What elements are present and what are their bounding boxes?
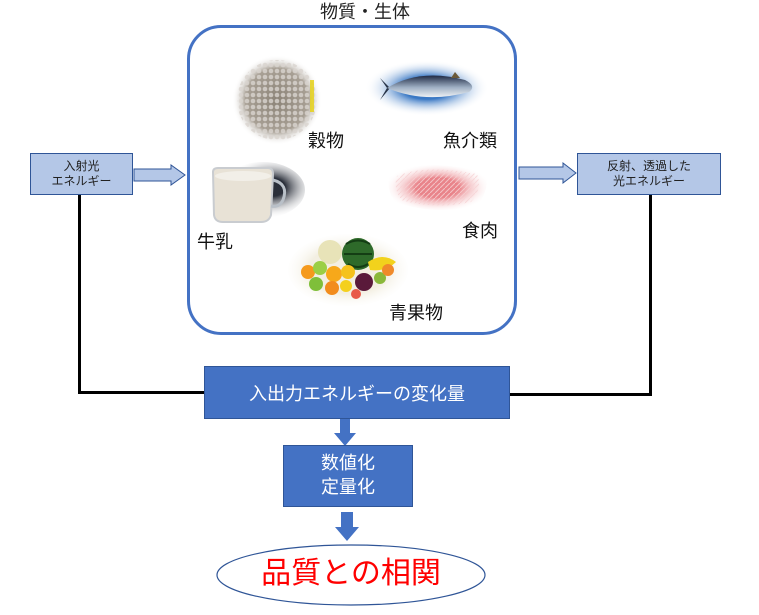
energy-change-box: 入出力エネルギーの変化量 (204, 366, 510, 419)
meat-image (388, 165, 487, 211)
milk-image (211, 162, 305, 223)
input-arrow-icon (133, 164, 186, 186)
incident-light-box: 入射光 エネルギー (30, 153, 133, 195)
label-meat: 食肉 (462, 221, 498, 242)
incident-light-line1: 入射光 (63, 159, 100, 173)
energy-change-label: 入出力エネルギーの変化量 (249, 383, 465, 405)
label-produce: 青果物 (389, 303, 443, 324)
reflected-light-line2: 光エネルギー (612, 174, 685, 188)
fish-image (365, 60, 489, 116)
incident-light-line2: エネルギー (51, 174, 112, 188)
reflected-light-line1: 反射、透過した (606, 159, 691, 173)
quantify-line1: 数値化 (321, 453, 375, 474)
left-connector-line (78, 195, 81, 393)
reflected-light-box: 反射、透過した 光エネルギー (577, 153, 721, 195)
quantify-line2: 定量化 (321, 477, 375, 498)
result-ellipse (216, 544, 486, 606)
right-horizontal-line (509, 393, 652, 396)
label-grain: 穀物 (308, 131, 344, 152)
quantify-box: 数値化 定量化 (283, 445, 413, 507)
down-arrow-icon (335, 512, 359, 541)
label-milk: 牛乳 (197, 232, 233, 253)
right-connector-line (649, 195, 652, 396)
grain-image (232, 55, 322, 145)
label-fish: 魚介類 (443, 131, 497, 152)
produce-image (288, 234, 408, 306)
output-arrow-icon (518, 161, 577, 185)
diagram-title: 物質・生体 (320, 2, 410, 23)
quality-correlation-text: 品質との相関 (261, 556, 441, 591)
left-horizontal-line (78, 391, 205, 394)
down-arrow-icon (334, 419, 356, 446)
